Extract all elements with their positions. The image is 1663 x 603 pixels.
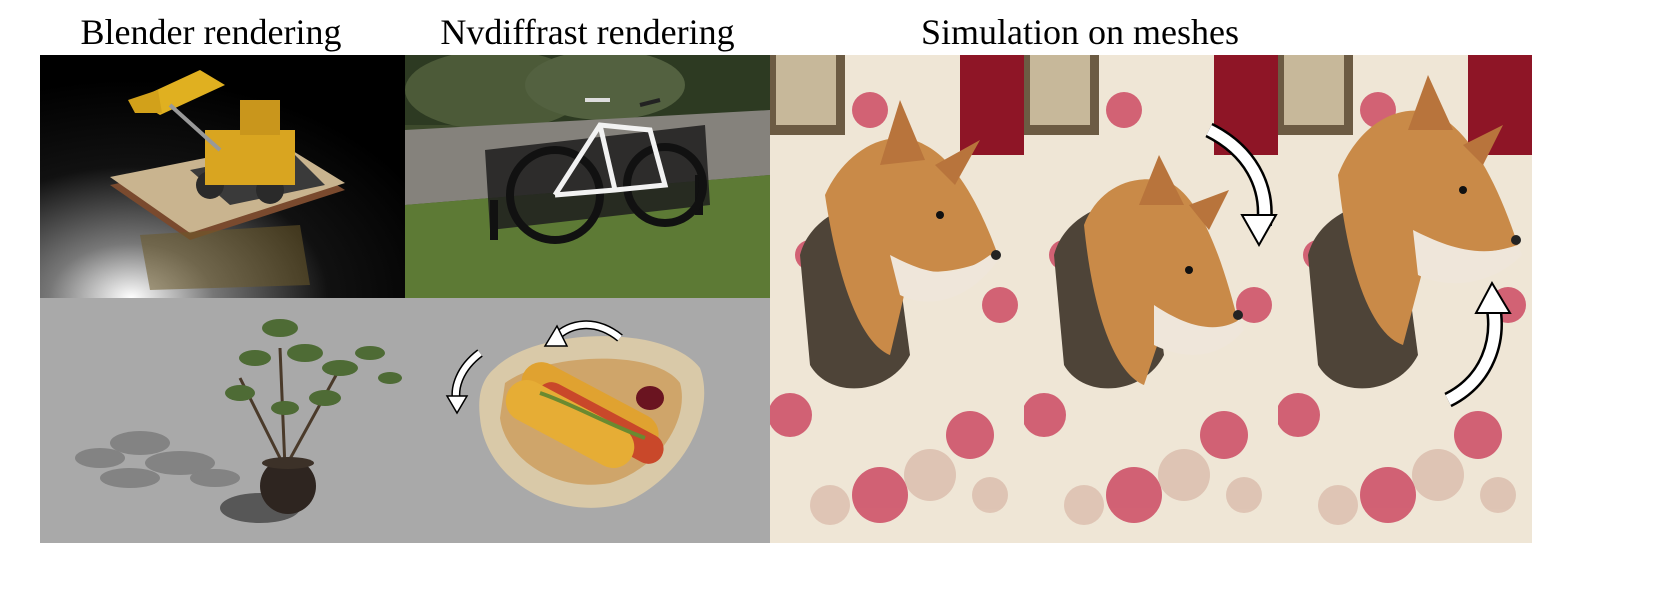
fox-head-image-1	[770, 55, 1024, 543]
title-simulation-on-meshes: Simulation on meshes	[921, 12, 1239, 52]
lego-excavator-image	[40, 55, 405, 298]
hotdog-plate-image	[405, 298, 770, 543]
plant-render-panel	[40, 298, 405, 543]
hotdog-render-panel	[405, 298, 770, 543]
potted-plant-image	[40, 298, 405, 543]
title-nvdiffrast-rendering: Nvdiffrast rendering	[440, 12, 735, 52]
bicycle-bench-image	[405, 55, 770, 298]
bicycle-render-panel	[405, 55, 770, 298]
fox-frame-1	[770, 55, 1024, 543]
fox-head-image-2	[1024, 55, 1278, 543]
fox-head-image-3	[1278, 55, 1532, 543]
lego-render-panel	[40, 55, 405, 298]
fox-frame-3	[1278, 55, 1532, 543]
title-blender-rendering: Blender rendering	[80, 12, 342, 52]
fox-frame-2	[1024, 55, 1278, 543]
